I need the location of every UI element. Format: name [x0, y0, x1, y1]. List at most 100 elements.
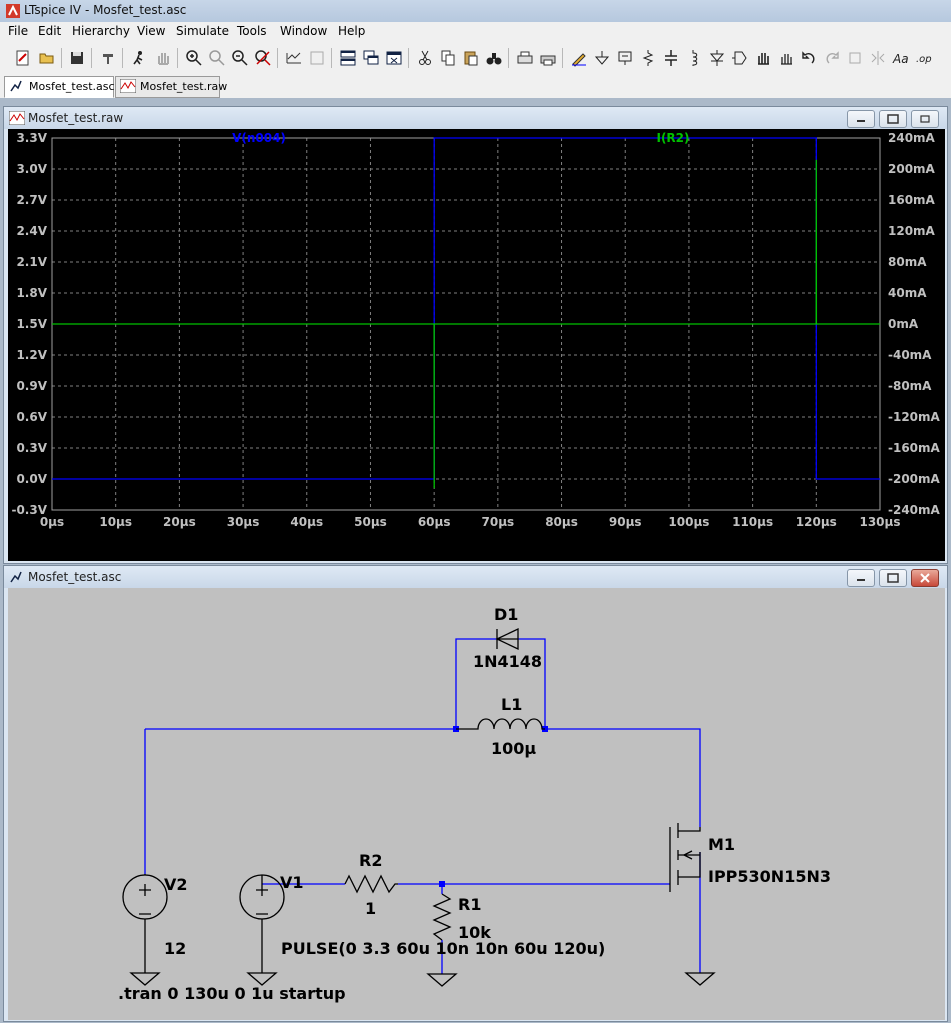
- restore-button[interactable]: [911, 110, 939, 128]
- voltage-source-v1[interactable]: [239, 874, 285, 986]
- minimize-button[interactable]: [847, 569, 875, 587]
- waveform-icon: [120, 79, 136, 93]
- resistor-r1[interactable]: [426, 893, 458, 987]
- tile-horizontal-icon[interactable]: [339, 49, 357, 67]
- halt-hand-icon[interactable]: [154, 49, 172, 67]
- control-panel-hammer-icon[interactable]: [99, 49, 117, 67]
- y-right-tick-label: -40mA: [888, 348, 932, 362]
- mirror-icon[interactable]: [869, 49, 887, 67]
- maximize-button[interactable]: [879, 569, 907, 587]
- menu-file[interactable]: File: [8, 24, 29, 38]
- cut-icon[interactable]: [416, 49, 434, 67]
- ground-icon[interactable]: [593, 49, 611, 67]
- diode-icon[interactable]: [708, 49, 726, 67]
- trace-v-n004[interactable]: [52, 137, 880, 480]
- v1-name-label: V1: [280, 873, 304, 892]
- resistor-r2[interactable]: [344, 874, 398, 894]
- y-right-tick-label: -240mA: [888, 503, 941, 517]
- menu-simulate[interactable]: Simulate: [176, 24, 230, 38]
- print-setup-icon[interactable]: [516, 49, 534, 67]
- zoom-pan-icon[interactable]: [208, 49, 226, 67]
- x-tick-label: 90µs: [609, 515, 642, 529]
- schematic-icon: [10, 571, 22, 583]
- cascade-icon[interactable]: [362, 49, 380, 67]
- zoom-fit-icon[interactable]: [254, 49, 272, 67]
- menu-bar: File Edit Hierarchy View Simulate Tools …: [0, 22, 951, 42]
- menu-window[interactable]: Window: [280, 24, 328, 38]
- legend-v-n004[interactable]: V(n004): [232, 131, 286, 145]
- autorange-icon[interactable]: [285, 49, 303, 67]
- y-left-tick-label: 3.3V: [16, 131, 47, 145]
- minimize-button[interactable]: [847, 110, 875, 128]
- open-folder-icon[interactable]: [38, 49, 56, 67]
- copy-icon[interactable]: [439, 49, 457, 67]
- r2-value-label: 1: [365, 899, 376, 918]
- x-tick-label: 30µs: [227, 515, 260, 529]
- find-binoculars-icon[interactable]: [485, 49, 503, 67]
- move-hand-icon[interactable]: [754, 49, 772, 67]
- close-button[interactable]: [911, 569, 939, 587]
- close-windows-icon[interactable]: [385, 49, 403, 67]
- rotate-icon[interactable]: [846, 49, 864, 67]
- wire[interactable]: [518, 638, 546, 729]
- toolbar-separator: [177, 48, 178, 68]
- y-right-tick-label: 120mA: [888, 224, 936, 238]
- l1-value-label: 100µ: [491, 739, 536, 758]
- paste-icon[interactable]: [462, 49, 480, 67]
- diode-d1[interactable]: [495, 627, 519, 651]
- schematic-canvas[interactable]: D1 1N4148 L1 100µ M1 IPP530N15N3 V2 12 V…: [8, 588, 945, 1020]
- capacitor-icon[interactable]: [662, 49, 680, 67]
- x-tick-label: 110µs: [732, 515, 773, 529]
- toolbar-separator: [61, 48, 62, 68]
- zoom-out-icon[interactable]: [231, 49, 249, 67]
- menu-edit[interactable]: Edit: [38, 24, 62, 38]
- undo-icon[interactable]: [800, 49, 818, 67]
- waveform-window-titlebar[interactable]: Mosfet_test.raw: [4, 107, 947, 129]
- spice-directive-icon[interactable]: .op: [915, 49, 933, 67]
- tab-schematic[interactable]: Mosfet_test.asc: [4, 76, 115, 98]
- zoom-in-icon[interactable]: [185, 49, 203, 67]
- tab-waveform[interactable]: Mosfet_test.raw: [115, 76, 227, 98]
- trace-i-r2[interactable]: [52, 159, 880, 489]
- component-icon[interactable]: [731, 49, 749, 67]
- text-icon[interactable]: Aa: [892, 49, 910, 67]
- menu-tools[interactable]: Tools: [237, 24, 267, 38]
- schematic-window: Mosfet_test.asc: [3, 565, 948, 1022]
- tab-label: Mosfet_test.asc: [29, 80, 115, 93]
- label-net-icon[interactable]: [616, 49, 634, 67]
- save-icon[interactable]: [68, 49, 86, 67]
- toolbar-separator: [277, 48, 278, 68]
- wire[interactable]: [455, 638, 497, 729]
- drag-hand-icon[interactable]: [777, 49, 795, 67]
- voltage-source-v2[interactable]: [122, 874, 168, 986]
- redo-icon[interactable]: [823, 49, 841, 67]
- m1-value-label: IPP530N15N3: [708, 867, 831, 886]
- maximize-button[interactable]: [879, 110, 907, 128]
- inductor-l1[interactable]: [456, 718, 545, 730]
- wire[interactable]: [545, 728, 701, 827]
- junction-dot: [439, 881, 445, 887]
- v1-value-label: PULSE(0 3.3 60u 10n 10n 60u 120u): [281, 939, 605, 958]
- resistor-icon[interactable]: [639, 49, 657, 67]
- print-icon[interactable]: [539, 49, 557, 67]
- schematic-window-titlebar[interactable]: Mosfet_test.asc: [4, 566, 947, 588]
- app-title: LTspice IV - Mosfet_test.asc: [24, 3, 187, 17]
- run-icon[interactable]: [130, 49, 148, 67]
- draw-wire-pencil-icon[interactable]: [570, 49, 588, 67]
- toolbar-separator: [331, 48, 332, 68]
- menu-help[interactable]: Help: [338, 24, 366, 38]
- x-tick-label: 130µs: [859, 515, 900, 529]
- mosfet-m1[interactable]: [669, 823, 701, 892]
- menu-view[interactable]: View: [137, 24, 166, 38]
- legend-i-r2[interactable]: I(R2): [656, 131, 689, 145]
- schematic-drawing[interactable]: D1 1N4148 L1 100µ M1 IPP530N15N3 V2 12 V…: [8, 588, 945, 1020]
- d1-name-label: D1: [494, 605, 518, 624]
- menu-hierarchy[interactable]: Hierarchy: [72, 24, 131, 38]
- spice-directive-text[interactable]: .tran 0 130u 0 1u startup: [118, 984, 346, 1003]
- document-tab-bar: Mosfet_test.asc Mosfet_test.raw: [0, 74, 951, 98]
- delete-traces-icon[interactable]: [308, 49, 326, 67]
- new-schematic-icon[interactable]: [14, 49, 32, 67]
- inductor-icon[interactable]: [685, 49, 703, 67]
